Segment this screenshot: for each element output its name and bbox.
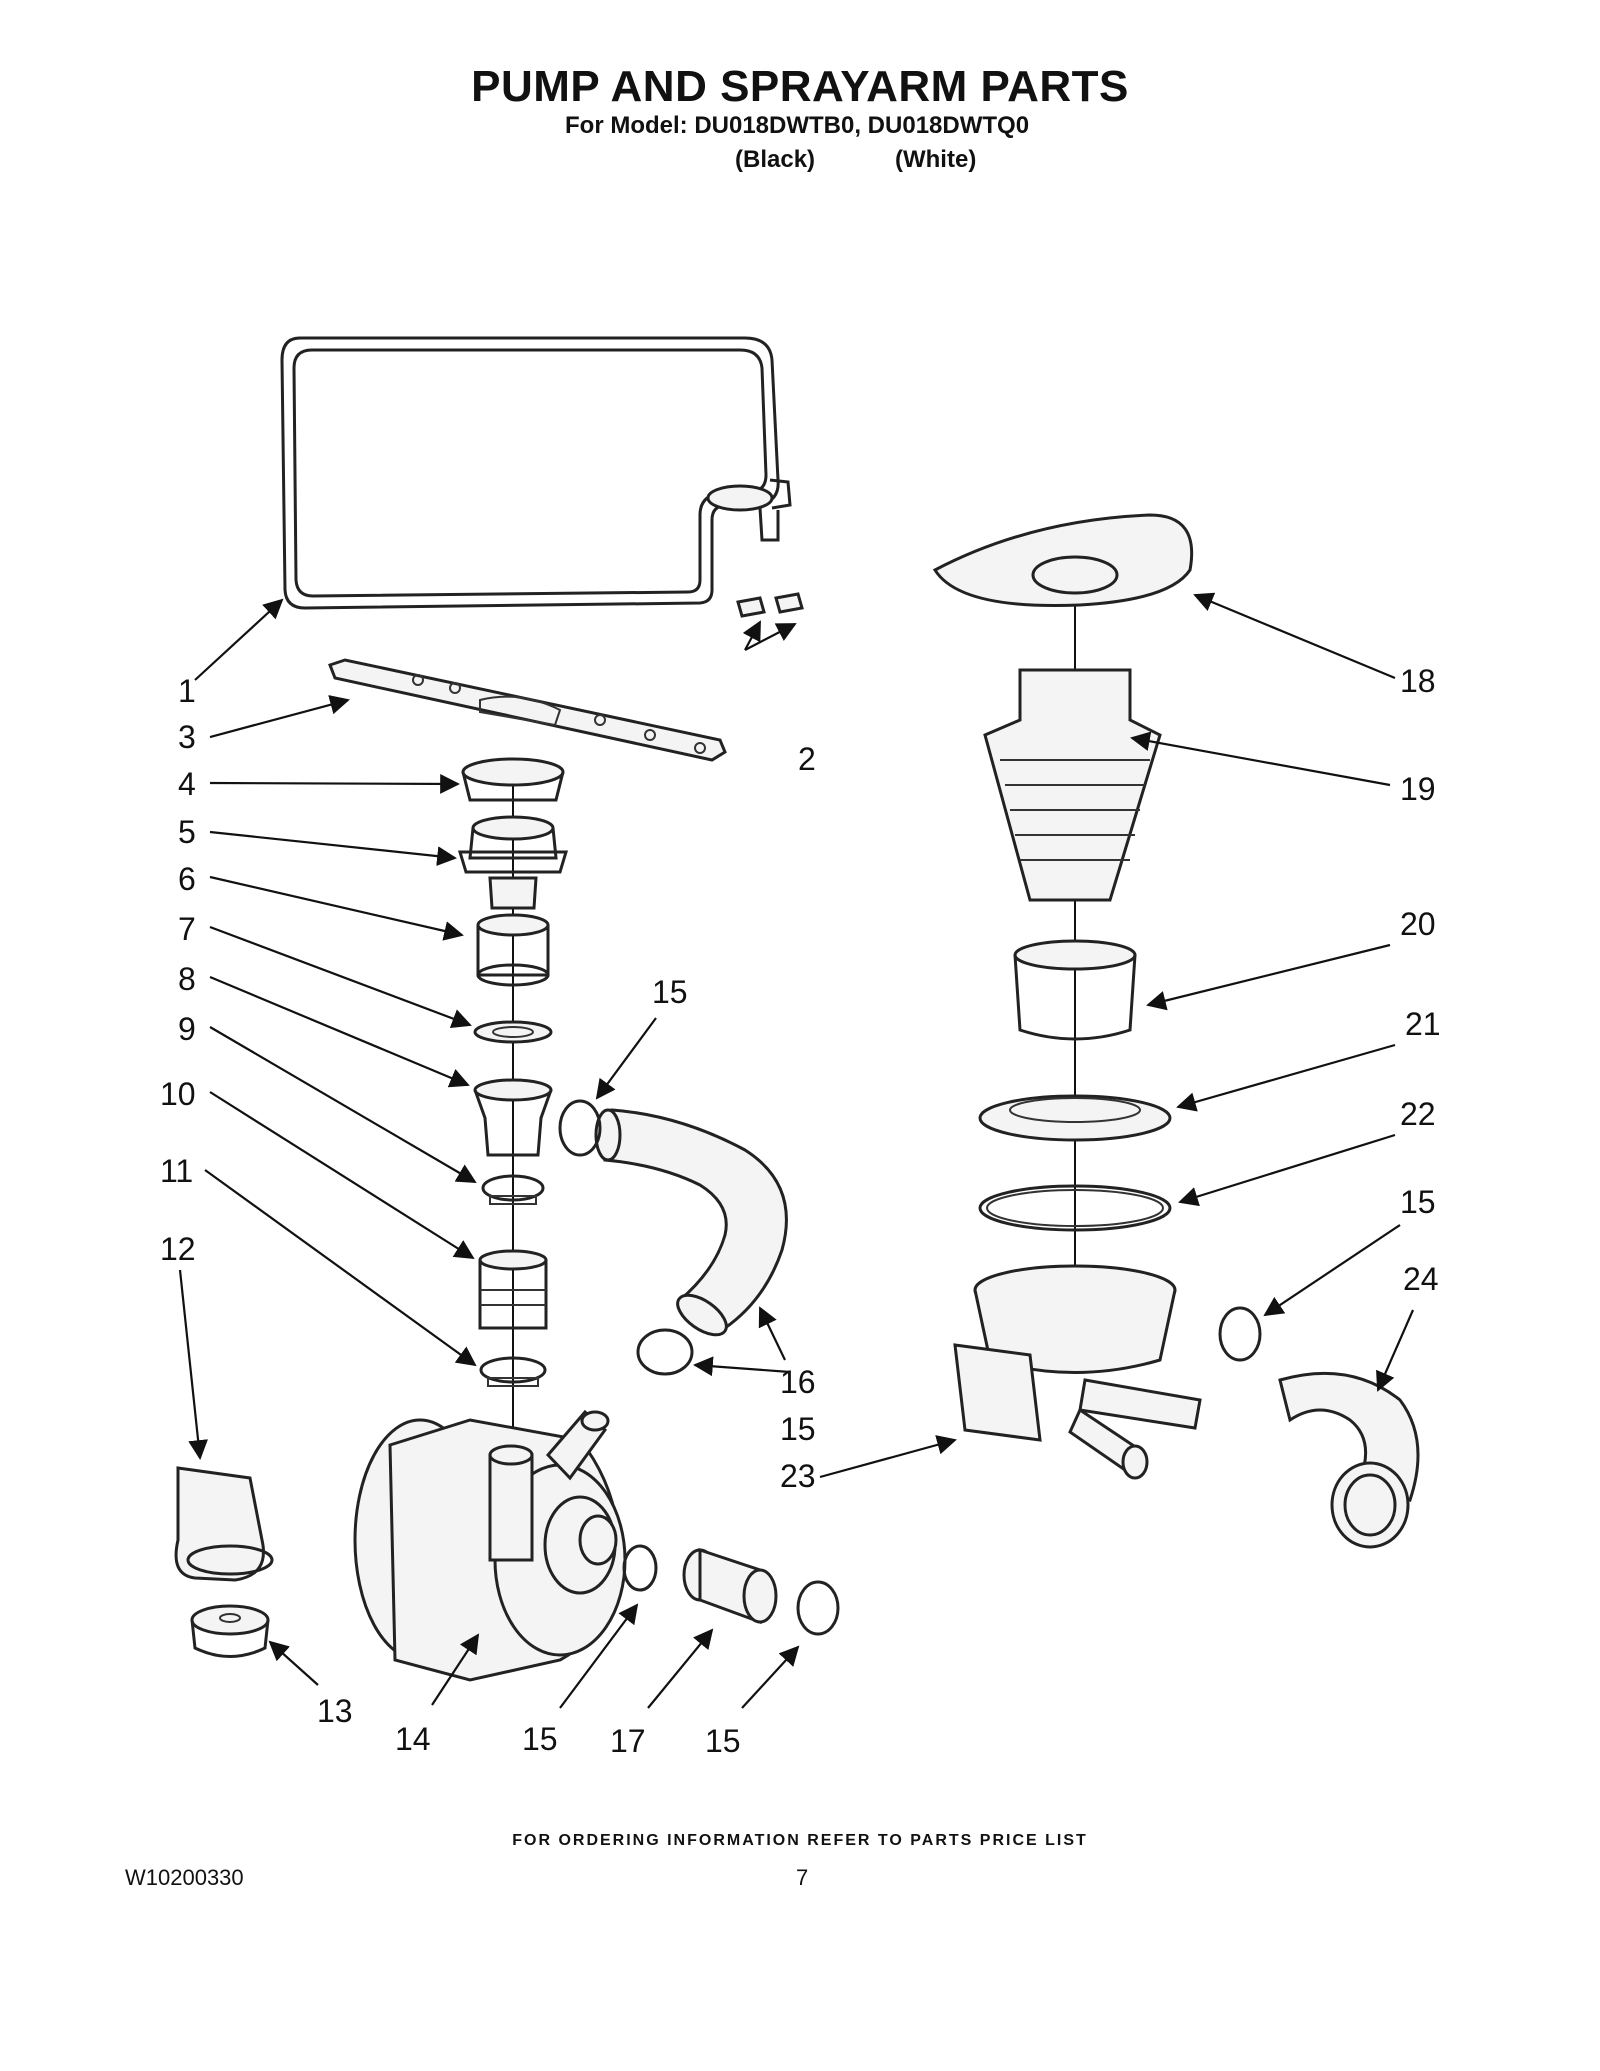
ordering-note: FOR ORDERING INFORMATION REFER TO PARTS … [512,1832,1088,1849]
callout-15-a: 15 [652,974,688,1010]
part-23-sump [953,1264,1202,1480]
part-16-hose [594,1108,788,1337]
callout-24: 24 [1403,1261,1439,1297]
callout-15-e: 15 [1400,1184,1436,1220]
callout-4: 4 [178,766,196,802]
part-17-coupler [682,1547,778,1625]
callout-15-c: 15 [522,1721,558,1757]
callout-19: 19 [1400,771,1436,807]
part-15-clamps [558,1099,1262,1636]
callout-15-d: 15 [705,1723,741,1759]
callout-16: 16 [780,1364,816,1400]
part-12-bracket [174,1466,274,1582]
callout-2: 2 [798,741,816,777]
page-title: PUMP AND SPRAYARM PARTS [471,62,1129,111]
callout-labels: 1 2 3 4 5 6 7 8 9 10 11 12 13 14 15 15 1… [160,663,1441,1759]
callout-23: 23 [780,1458,816,1494]
callout-9: 9 [178,1011,196,1047]
document-number: W10200330 [125,1865,244,1890]
callout-14: 14 [395,1721,431,1757]
callout-3: 3 [178,719,196,755]
callout-6: 6 [178,861,196,897]
color-white-label: (White) [895,146,977,173]
callout-15-b: 15 [780,1411,816,1447]
part-14-pump [353,1409,627,1682]
callout-22: 22 [1400,1096,1436,1132]
part-2-clips [736,592,804,618]
callout-10: 10 [160,1076,196,1112]
callout-18: 18 [1400,663,1436,699]
part-1-spray-tube [280,336,792,610]
callout-5: 5 [178,814,196,850]
page-number: 7 [796,1865,809,1890]
left-stack-parts [457,757,569,1560]
leader-arrows [178,592,1415,1709]
callout-12: 12 [160,1231,196,1267]
callout-7: 7 [178,911,196,947]
model-line: For Model: DU018DWTB0, DU018DWTQ0 [565,112,1030,139]
part-3-spray-arm [328,658,727,762]
callout-13: 13 [317,1693,353,1729]
part-24-hose [1278,1371,1420,1549]
callout-21: 21 [1405,1006,1441,1042]
color-black-label: (Black) [735,146,816,173]
part-13-cap [190,1604,270,1658]
callout-17: 17 [610,1723,646,1759]
callout-20: 20 [1400,906,1436,942]
callout-8: 8 [178,961,196,997]
callout-1: 1 [178,673,196,709]
callout-11: 11 [160,1153,193,1189]
right-stack-parts [932,513,1194,1300]
